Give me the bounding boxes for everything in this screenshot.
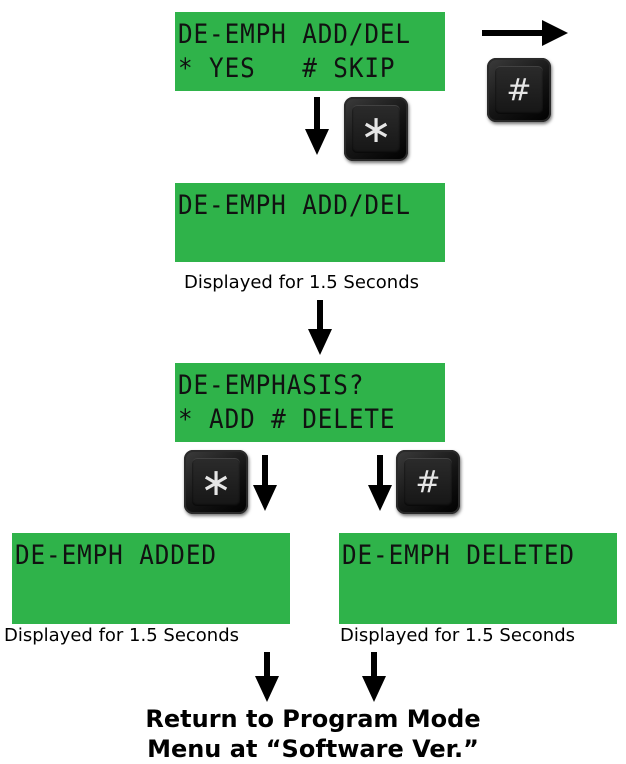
arrow-down-icon [362,652,386,702]
lcd-line-1: DE-EMPHASIS? [178,370,365,401]
lcd-prompt-screen: DE-EMPH ADD/DEL * YES # SKIP [175,12,445,91]
lcd-question-screen: DE-EMPHASIS? * ADD # DELETE [175,363,445,442]
hash-icon: # [415,464,441,500]
arrow-down-icon [368,455,392,511]
arrow-down-icon [308,300,332,355]
duration-caption: Displayed for 1.5 Seconds [184,272,420,293]
return-instruction-line-2: Menu at “Software Ver.” [147,735,479,763]
arrow-right-icon [482,20,568,46]
star-icon: ∗ [360,107,392,151]
lcd-confirm-screen: DE-EMPH ADD/DEL [175,183,445,262]
hash-key-button[interactable]: # [396,450,460,514]
hash-icon: # [506,72,532,108]
star-icon: ∗ [200,460,232,504]
duration-caption: Displayed for 1.5 Seconds [340,625,576,646]
lcd-line-1: DE-EMPH ADD/DEL [178,19,411,50]
hash-key-button[interactable]: # [487,58,551,122]
lcd-line-1: DE-EMPH ADDED [15,540,217,571]
lcd-line-2: * ADD # DELETE [178,404,396,435]
arrow-down-icon [305,97,329,155]
lcd-line-2: * YES # SKIP [178,53,396,84]
lcd-line-1: DE-EMPH ADD/DEL [178,190,411,221]
arrow-down-icon [255,652,279,702]
star-key-button[interactable]: ∗ [184,450,248,514]
lcd-added-screen: DE-EMPH ADDED [12,533,290,624]
return-instruction-line-1: Return to Program Mode [145,705,481,733]
duration-caption: Displayed for 1.5 Seconds [4,625,240,646]
lcd-line-1: DE-EMPH DELETED [342,540,575,571]
star-key-button[interactable]: ∗ [344,97,408,161]
lcd-deleted-screen: DE-EMPH DELETED [339,533,617,624]
return-instruction: Return to Program Mode Menu at “Software… [0,704,626,764]
arrow-down-icon [253,455,277,511]
